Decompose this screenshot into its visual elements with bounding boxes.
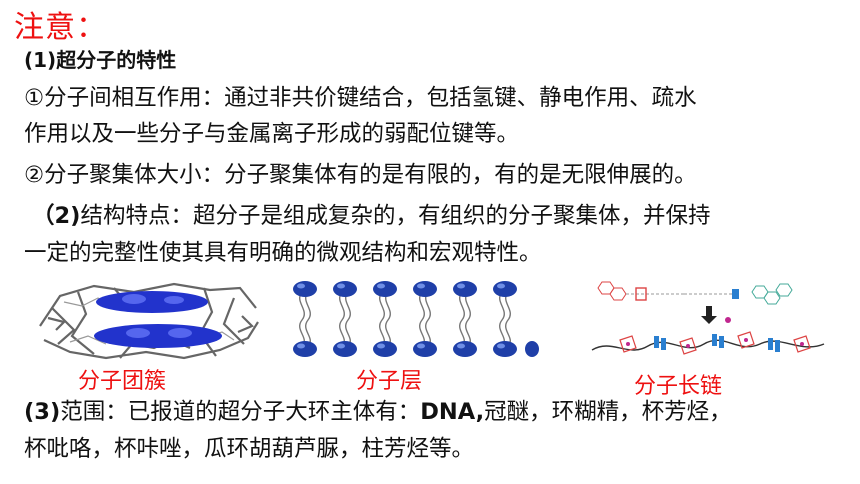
molecular-layer-figure: [293, 281, 539, 357]
molecular-cluster-figure: [39, 282, 259, 360]
structure-text: 结构特点：超分子是组成复杂的，有组织的分子聚集体，并保持: [80, 203, 711, 229]
cluster-molecule-bottom: [94, 324, 222, 348]
text-line-interaction: ①分子间相互作用：通过非共价键结合，包括氢键、静电作用、疏水: [24, 85, 697, 111]
text-line-scope: (3)范围：已报道的超分子大环主体有：DNA,冠醚，环糊精，杯芳烃，: [24, 395, 732, 429]
molecular-chain-figure: [591, 281, 825, 355]
section-3-prefix: (3): [24, 399, 61, 425]
layer-caption: 分子层: [356, 369, 423, 394]
chain-caption: 分子长链: [634, 374, 723, 399]
section-2-prefix: （2): [32, 203, 81, 229]
text-line-interaction-cont: 作用以及一些分子与金属离子形成的弱配位键等。: [24, 121, 520, 147]
scope-text: 范围：已报道的超分子大环主体有：: [60, 399, 421, 425]
text-line-scope-cont: 杯吡咯，杯咔唑，瓜环胡葫芦脲，柱芳烃等。: [24, 436, 475, 462]
scope-rest: 冠醚，环糊精，杯芳烃，: [484, 399, 732, 425]
section-1-heading: (1)超分子的特性: [24, 48, 177, 72]
page-title: 注意：: [14, 10, 107, 45]
dna-term: DNA,: [420, 399, 485, 425]
cluster-molecule-top: [96, 291, 208, 313]
text-line-structure: （2)结构特点：超分子是组成复杂的，有组织的分子聚集体，并保持: [32, 199, 710, 233]
text-line-aggregate-size: ②分子聚集体大小：分子聚集体有的是有限的，有的是无限伸展的。: [24, 162, 697, 188]
text-line-structure-cont: 一定的完整性使其具有明确的微观结构和宏观特性。: [24, 240, 542, 266]
cluster-caption: 分子团簇: [78, 369, 167, 394]
